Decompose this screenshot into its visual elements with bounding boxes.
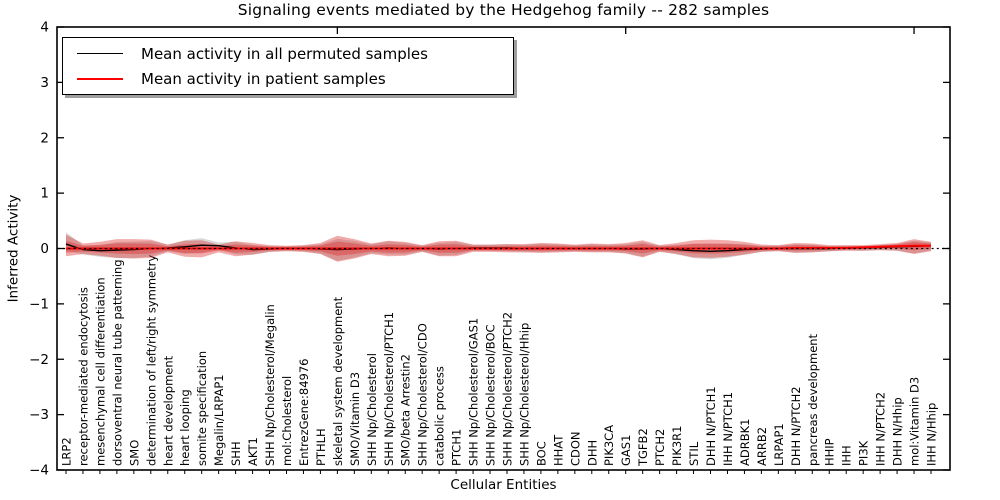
y-tick-label: 4 (40, 20, 49, 36)
x-tick-label: mol:Vitamin D3 (908, 377, 922, 466)
x-tick-label: SHH Np/Cholesterol/BOC (484, 324, 498, 466)
x-tick-label: PTHLH (314, 428, 328, 466)
x-tick-label: SMO (127, 440, 141, 466)
chart-title: Signaling events mediated by the Hedgeho… (237, 1, 770, 19)
x-tick-label: GAS1 (619, 435, 633, 466)
x-tick-label: BOC (534, 441, 548, 466)
y-tick-label: −4 (29, 463, 49, 479)
y-tick-label: 1 (40, 186, 49, 202)
x-axis-label: Cellular Entities (450, 477, 557, 493)
x-tick-label: CDON (568, 431, 582, 466)
x-tick-label: SMO/Vitamin D3 (348, 372, 362, 466)
x-tick-label: HHAT (551, 434, 565, 466)
x-tick-label: heart looping (178, 389, 192, 466)
x-tick-label: IHH N/Hhip (925, 403, 939, 466)
band-permuted-spread (66, 232, 931, 261)
x-tick-label: PI3K (857, 440, 871, 466)
plot-border (56, 26, 951, 471)
x-tick-label: TGFB2 (636, 428, 650, 467)
legend-item-patient: Mean activity in patient samples (77, 70, 513, 88)
x-tick-label: LRP2 (60, 437, 74, 466)
y-tick-label: 3 (40, 75, 49, 91)
legend-line-permuted-icon (77, 53, 123, 54)
x-tick-label: heart development (161, 355, 175, 466)
x-tick-label: DHH N/PTCH2 (789, 386, 803, 466)
x-tick-label: catabolic process (433, 366, 447, 466)
x-tick-label: receptor-mediated endocytosis (76, 287, 90, 466)
x-tick-label: HHIP (823, 438, 837, 466)
x-tick-label: SMO/beta Arrestin2 (399, 354, 413, 466)
x-tick-label: SHH Np/Cholesterol/Hhip (517, 323, 531, 466)
mean-activity-lines (58, 243, 949, 252)
x-tick-label: DHH N/Hhip (891, 397, 905, 466)
x-tick-label: IHH (840, 445, 854, 466)
x-tick-label: ARRB2 (755, 427, 769, 466)
x-tick-label: PTCH1 (450, 429, 464, 466)
legend: Mean activity in all permuted samples Me… (62, 37, 514, 95)
x-tick-label: mol:Cholesterol (280, 376, 294, 466)
x-tick-label: dorsoventral neural tube patterning (110, 259, 124, 466)
x-tick-label: SHH Np/Cholesterol/PTCH1 (382, 312, 396, 466)
x-tick-label: DHH (585, 440, 599, 466)
legend-label-permuted: Mean activity in all permuted samples (141, 44, 428, 63)
x-tick-label: LRPAP1 (772, 423, 786, 466)
x-tick-label: SHH Np/Cholesterol/Megalin (263, 304, 277, 466)
x-tick-label: DHH N/PTCH1 (704, 386, 718, 466)
x-tick-label: AKT1 (246, 437, 260, 466)
x-tick-label: STIL (687, 441, 701, 466)
x-tick-label: determination of left/right symmetry (144, 255, 158, 466)
x-tick-label: PTCH2 (653, 429, 667, 466)
y-tick-label: −3 (29, 407, 49, 423)
x-tick-label: ADRBK1 (738, 419, 752, 466)
x-tick-label: PIK3CA (602, 425, 616, 466)
y-tick-label: 2 (40, 130, 49, 146)
x-tick-label: somite specification (195, 351, 209, 466)
x-tick-label: EntrezGene:84976 (297, 359, 311, 466)
x-tick-label: SHH Np/Cholesterol (365, 353, 379, 466)
y-tick-label: −1 (29, 296, 49, 312)
x-tick-label: mesenchymal cell differentiation (93, 277, 107, 466)
x-tick-label: pancreas development (806, 333, 820, 466)
x-tick-label: IHH N/PTCH1 (721, 392, 735, 466)
x-tick-label: IHH N/PTCH2 (874, 392, 888, 466)
axes-spines-and-ticks: 4 3 2 1 0 −1 −2 −3 −4 (29, 20, 951, 479)
x-tick-label: SHH Np/Cholesterol/PTCH2 (500, 312, 514, 466)
x-tick-label: SHH Np/Cholesterol/CDO (416, 323, 430, 466)
legend-line-patient-icon (77, 77, 123, 80)
x-tick-label: SHH (229, 441, 243, 466)
legend-label-patient: Mean activity in patient samples (141, 69, 386, 88)
x-tick-label: Megalin/LRPAP1 (212, 374, 226, 466)
y-tick-label: −2 (29, 352, 49, 368)
x-tick-label: SHH Np/Cholesterol/GAS1 (467, 318, 481, 466)
y-tick-label: 0 (40, 241, 49, 257)
legend-item-permuted: Mean activity in all permuted samples (77, 45, 513, 63)
x-tick-label: skeletal system development (331, 296, 345, 466)
x-tick-label: PIK3R1 (670, 426, 684, 467)
